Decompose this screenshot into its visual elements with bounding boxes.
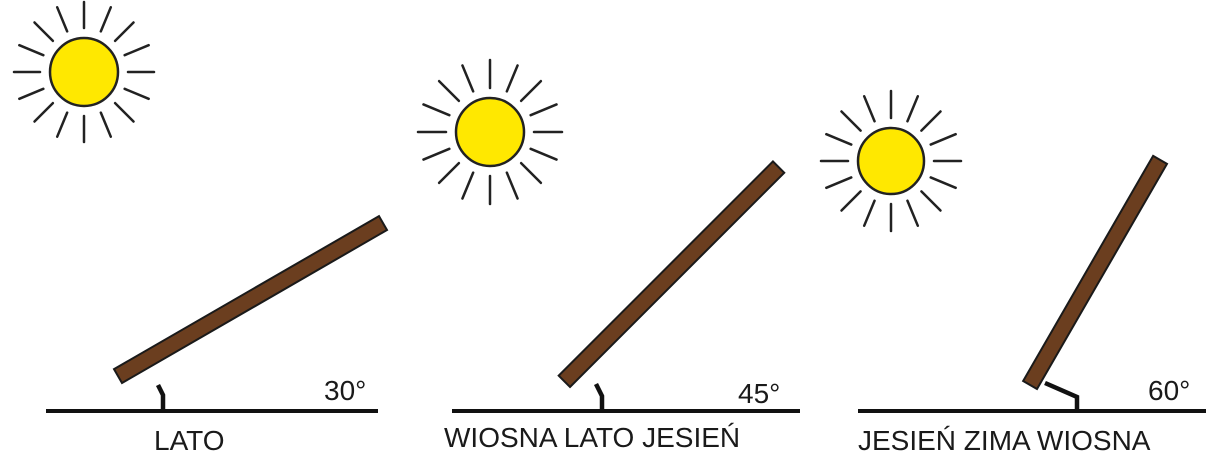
sun-disc (456, 98, 524, 166)
season-label-spring-summer-autumn: WIOSNA LATO JESIEŃ (444, 424, 740, 452)
sun-ray (507, 65, 518, 91)
sun-ray (507, 173, 518, 199)
sun-ray (35, 103, 53, 121)
sun-ray (907, 201, 917, 226)
sun-ray (842, 112, 861, 131)
season-label-autumn-winter-spring: JESIEŃ ZIMA WIOSNA (858, 427, 1150, 455)
sun-ray (826, 177, 851, 187)
sun-ray (125, 45, 149, 55)
sun-ray (931, 177, 956, 187)
sun-ray (115, 103, 133, 121)
sun-ray (462, 65, 473, 91)
angle-label-60: 60° (1148, 377, 1190, 405)
sun-ray (826, 134, 851, 144)
sun-ray (921, 112, 940, 131)
sun-ray (921, 191, 940, 210)
sun-disc (50, 38, 118, 106)
sun-ray (842, 191, 861, 210)
sun-disc (858, 128, 924, 194)
sun-ray (125, 89, 149, 99)
sun-ray (931, 134, 956, 144)
sun-ray (462, 173, 473, 199)
season-label-summer: LATO (154, 427, 225, 455)
panel-stand (158, 385, 163, 410)
sun-ray (907, 96, 917, 121)
sun-ray (35, 23, 53, 41)
sun-ray (115, 23, 133, 41)
angle-label-45: 45° (738, 380, 780, 408)
panel-stand (1045, 383, 1077, 410)
sun-ray (423, 149, 449, 160)
sun-icon (821, 91, 961, 231)
sun-ray (531, 104, 557, 115)
angle-label-30: 30° (324, 377, 366, 405)
sun-ray (101, 113, 111, 137)
sun-icon (14, 2, 154, 142)
panel-board (559, 161, 785, 387)
sun-ray (423, 104, 449, 115)
sun-ray (101, 7, 111, 31)
sun-ray (439, 81, 459, 101)
sun-ray (19, 89, 43, 99)
panel-board (1023, 156, 1167, 389)
sun-ray (531, 149, 557, 160)
sun-ray (864, 96, 874, 121)
sun-ray (19, 45, 43, 55)
solar-panel (1023, 156, 1167, 410)
sun-ray (439, 163, 459, 183)
sun-ray (521, 163, 541, 183)
sun-ray (57, 7, 67, 31)
panel-board (114, 216, 387, 383)
sun-ray (864, 201, 874, 226)
solar-panel (559, 161, 785, 410)
panel-stand (596, 384, 602, 410)
sun-ray (57, 113, 67, 137)
sun-ray (521, 81, 541, 101)
sun-icon (418, 60, 562, 204)
